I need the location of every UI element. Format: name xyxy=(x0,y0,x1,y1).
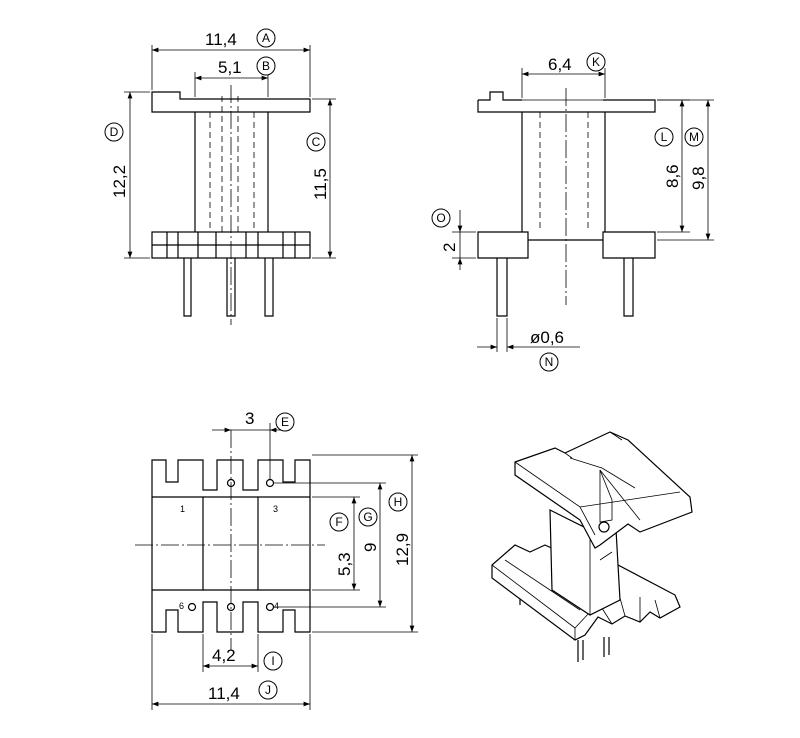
dim-e-value: 3 xyxy=(245,409,254,428)
dim-i-label: I xyxy=(271,654,274,668)
bottom-body xyxy=(151,496,311,591)
iso-top-flange xyxy=(514,431,693,549)
isometric-view xyxy=(491,431,693,662)
bottom-outline xyxy=(151,459,311,633)
dim-k-value: 6,4 xyxy=(548,55,572,74)
front-core-hidden xyxy=(209,96,255,232)
side-core-hidden xyxy=(539,112,589,232)
front-base-divisions xyxy=(152,232,310,258)
dim-k-label: K xyxy=(592,55,600,69)
pin-label-6: 6 xyxy=(179,601,184,611)
dim-g-value: 9 xyxy=(361,543,380,552)
iso-pin-hole xyxy=(598,521,610,533)
front-view: 11,4 A 5,1 B 12,2 D 11,5 C xyxy=(104,28,336,325)
pin-hole-3 xyxy=(265,478,275,488)
dim-n-value: ø0,6 xyxy=(530,328,564,347)
side-core xyxy=(521,112,606,232)
pin-hole-5 xyxy=(226,602,236,612)
dim-c-label: C xyxy=(312,135,321,149)
dim-i-value: 4,2 xyxy=(212,646,236,665)
dim-o-value: 2 xyxy=(440,243,459,252)
dim-l-label: L xyxy=(661,130,668,144)
front-top-flange xyxy=(151,91,311,113)
side-view: 6,4 K 8,6 L 9,8 M 2 O ø0,6 N xyxy=(431,52,714,372)
dim-e-label: E xyxy=(281,415,289,429)
dim-j-value: 11,4 xyxy=(208,684,240,703)
dim-j-label: J xyxy=(265,683,271,697)
dim-a-label: A xyxy=(262,31,270,45)
pin-label-3: 3 xyxy=(273,504,278,514)
bottom-view: 1 3 6 4 3 E 5,3 F 9 G 12,9 H xyxy=(135,409,418,710)
dim-m-value: 9,8 xyxy=(689,166,708,190)
side-base xyxy=(477,231,656,259)
dim-l-value: 8,6 xyxy=(663,164,682,188)
pin-label-1: 1 xyxy=(180,504,185,514)
dim-n-label: N xyxy=(545,355,554,369)
dim-o-label: O xyxy=(436,211,445,225)
dim-g-label: G xyxy=(363,510,372,524)
side-top-flange xyxy=(477,91,656,113)
front-pins xyxy=(183,258,274,317)
side-pins xyxy=(496,258,634,317)
dim-b-label: B xyxy=(262,59,270,73)
dim-d-value: 12,2 xyxy=(110,165,129,198)
dim-f-value: 5,3 xyxy=(335,552,354,576)
pin-hole-2 xyxy=(226,478,236,488)
dim-m-label: M xyxy=(689,130,699,144)
front-core-tube xyxy=(194,112,269,232)
dim-c-value: 11,5 xyxy=(311,168,330,200)
dim-d-label: D xyxy=(110,125,119,139)
dim-a-value: 11,4 xyxy=(205,30,237,49)
dim-h-label: H xyxy=(394,495,403,509)
pin-hole-4 xyxy=(265,602,275,612)
pin-label-4: 4 xyxy=(274,601,279,611)
pin-hole-6 xyxy=(187,602,197,612)
dim-b-value: 5,1 xyxy=(218,58,242,77)
dim-f-label: F xyxy=(335,515,342,529)
dim-h-value: 12,9 xyxy=(393,533,412,566)
